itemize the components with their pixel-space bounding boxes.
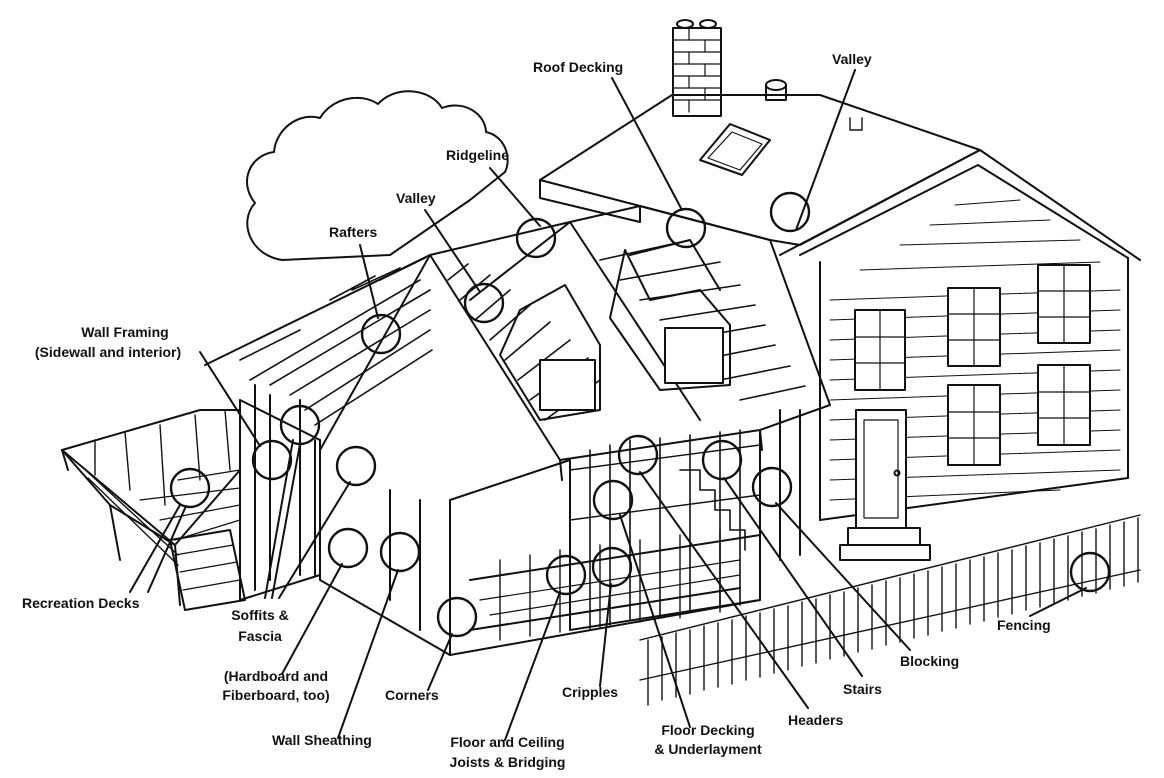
label-fencing: Fencing <box>997 617 1051 633</box>
label-wall-sheathing: Wall Sheathing <box>272 732 372 748</box>
skylight <box>699 123 771 176</box>
label-underlayment: & Underlayment <box>654 741 762 757</box>
label-wall-framing-sub: (Sidewall and interior) <box>34 344 182 360</box>
framed-roof <box>204 205 831 481</box>
label-roof-decking: Roof Decking <box>533 59 624 75</box>
leader-lines <box>129 69 1087 741</box>
label-valley-mid: Valley <box>396 190 436 206</box>
dormers <box>499 239 731 421</box>
recreation-deck <box>61 409 246 611</box>
floor-framing <box>449 529 761 656</box>
main-roof <box>539 94 981 246</box>
callout-circles <box>169 191 1111 638</box>
label-valley-top: Valley <box>832 51 872 67</box>
label-floor-decking: Floor Decking <box>661 722 755 738</box>
label-ridgeline: Ridgeline <box>446 147 510 163</box>
label-blocking: Blocking <box>900 653 960 669</box>
picket-fence <box>639 514 1141 706</box>
label-fascia: Fascia <box>238 628 282 644</box>
tree-icon <box>246 90 509 261</box>
label-corners: Corners <box>385 687 439 703</box>
label-rafters: Rafters <box>329 224 378 240</box>
wall-framing <box>239 384 801 656</box>
label-floor-ceiling: Floor and Ceiling <box>450 734 565 750</box>
label-soffits: Soffits & <box>231 607 289 623</box>
label-stairs: Stairs <box>843 681 882 697</box>
label-cripples: Cripples <box>562 684 619 700</box>
right-house <box>779 149 1141 561</box>
label-headers: Headers <box>788 712 844 728</box>
label-fiberboard: Fiberboard, too) <box>222 687 330 703</box>
label-wall-framing: Wall Framing <box>81 324 169 340</box>
label-joists-bridging: Joists & Bridging <box>449 754 566 770</box>
label-hardboard: (Hardboard and <box>223 668 329 684</box>
label-recreation-decks: Recreation Decks <box>22 595 140 611</box>
chimney <box>672 19 722 117</box>
